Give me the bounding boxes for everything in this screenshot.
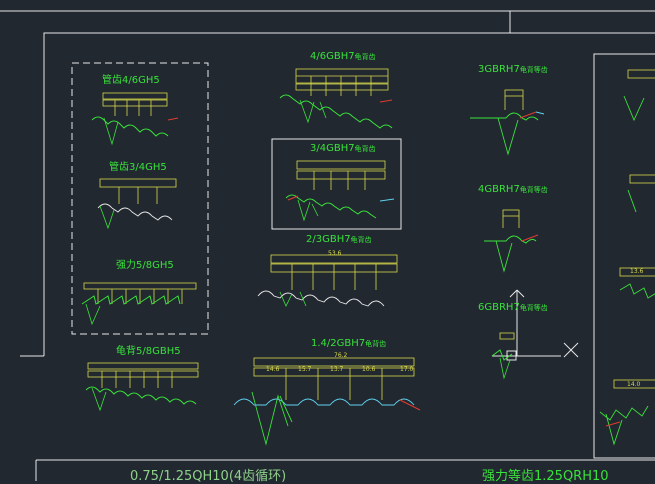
dim-14-6: 14.6 [266,366,280,373]
frame-inner-border [43,32,655,356]
bottom-label-qh10: 0.75/1.25QH10(4齿循环) [130,469,287,484]
dim-14-0: 14.0 [627,381,641,388]
dim-76-2: 76.2 [334,352,348,359]
label-3gbrh7: 3GBRH7龟背等齿 [478,64,548,75]
drawing-4-6gbh7 [279,68,393,129]
drawing-6gbrh7 [491,332,515,380]
label-2-3gbh7: 2/3GBH7龟背齿 [306,234,372,245]
label-1-4-2gbh7: 1.4/2GBH7龟背齿 [311,338,387,349]
crosshair-cursor-icon [492,289,579,361]
label-4-6gbh7: 4/6GBH7龟背齿 [310,51,376,62]
drawing-4gbrh7 [484,209,539,273]
drawing-1-4-2gbh7 [233,357,421,446]
label-3-4gbh7: 3/4GBH7龟背齿 [310,143,376,154]
bottom-label-qrh10: 强力等齿1.25QRH10 [482,469,609,484]
drawing-3-4gbh7 [285,160,395,222]
right-panel-frame [593,53,655,459]
left-dashed-box [71,62,209,335]
drawing-3gbrh7 [470,89,545,156]
drawing-5-8gh5 [81,282,197,326]
frame-lines [0,10,655,481]
dim-13-7: 13.7 [330,366,344,373]
label-4-6gh5: 管齿4/6GH5 [102,75,160,86]
drawing-4-6gh5 [91,92,179,146]
label-5-8gbh5: 龟背5/8GBH5 [116,346,181,357]
drawing-2-3gbh7 [257,254,398,307]
dim-13-6: 13.6 [630,268,644,275]
selection-box [271,138,402,230]
dim-10-6: 10.6 [362,366,376,373]
label-4gbrh7: 4GBRH7龟背等齿 [478,184,548,195]
drawing-5-8gbh5 [85,362,199,412]
drawing-3-4gh5 [97,178,177,230]
dim-15-7: 15.7 [298,366,312,373]
label-6gbrh7: 6GBRH7龟背等齿 [478,302,548,313]
dim-17-0: 17.0 [400,366,414,373]
drawing-right-panel [599,69,655,446]
label-3-4gh5: 管齿3/4GH5 [109,162,167,173]
dim-53-6: 53.6 [328,250,342,257]
label-5-8gh5: 强力5/8GH5 [116,260,174,271]
